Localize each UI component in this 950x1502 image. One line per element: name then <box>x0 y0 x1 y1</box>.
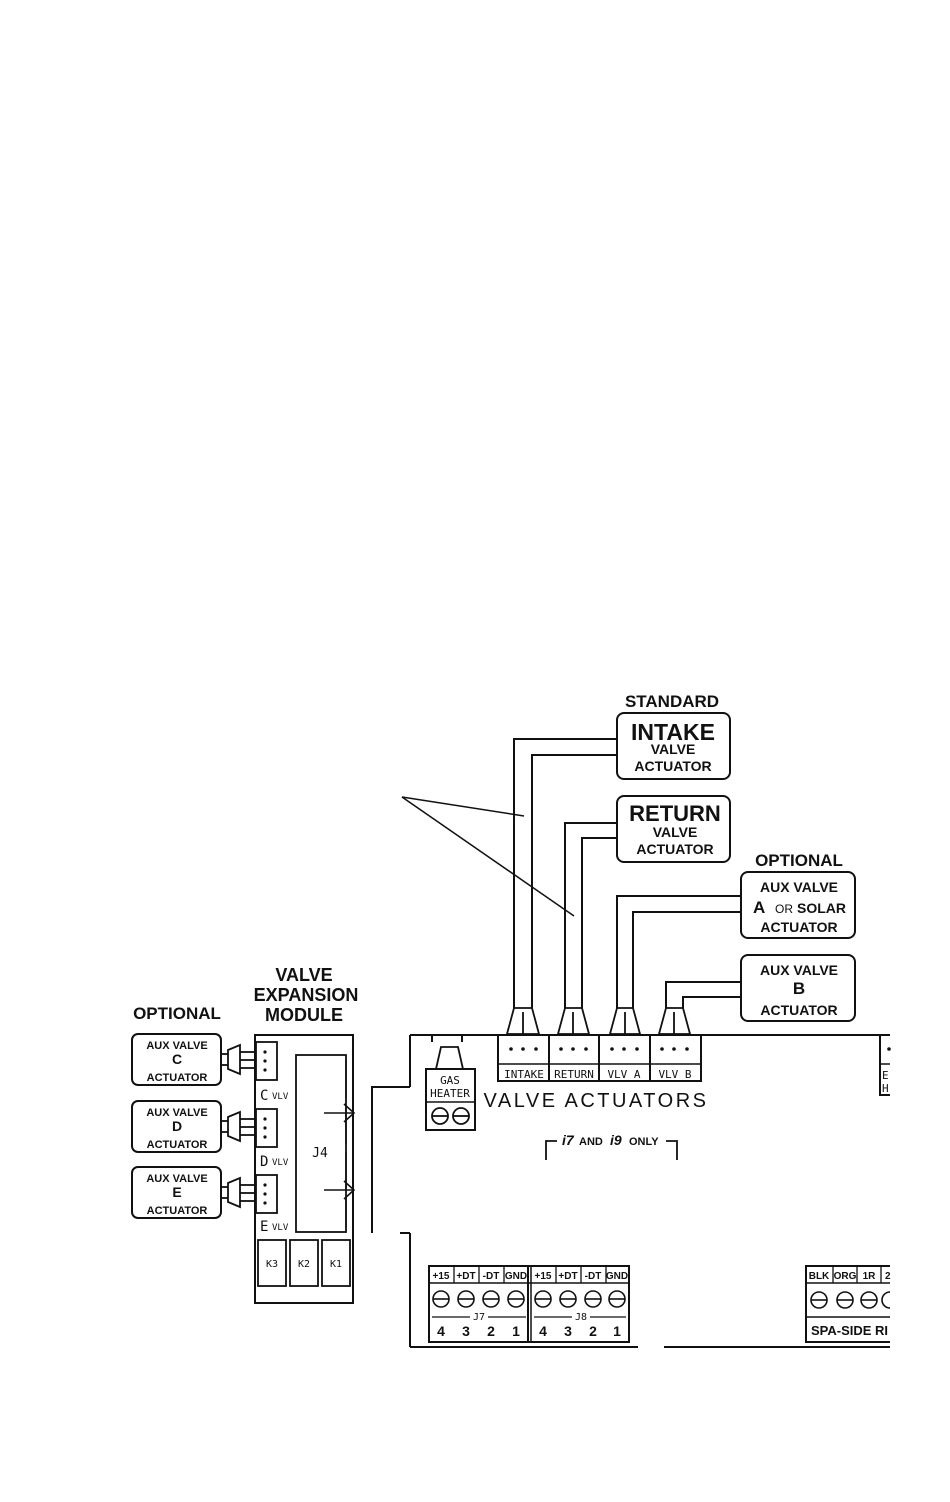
aux-c-line1: AUX VALVE <box>146 1040 207 1052</box>
module-title-line3: MODULE <box>265 1005 343 1025</box>
header-vlvb-label: VLV B <box>658 1068 691 1081</box>
connector-plugs <box>505 1007 692 1035</box>
valve-actuator-headers: INTAKE RETURN VLV A VLV B <box>497 1034 702 1082</box>
j8-pin-gnd: GND <box>606 1271 628 1282</box>
spa-pin-org: ORG <box>834 1271 857 1282</box>
aux-valve-e-box: AUX VALVE E ACTUATOR <box>131 1166 222 1219</box>
c-vlv-text: VLV <box>272 1092 289 1102</box>
e-vlv-letter: E <box>260 1219 268 1235</box>
relay-k1: K1 <box>330 1259 342 1270</box>
intake-title: INTAKE <box>631 719 715 745</box>
spa-side-block: BLK ORG 1R 2 SPA-SIDE RI <box>805 1265 891 1343</box>
aux-valve-d-box: AUX VALVE D ACTUATOR <box>131 1100 222 1153</box>
aux-plugs <box>221 1043 256 1209</box>
j7-num-3: 3 <box>462 1323 470 1339</box>
edge-h-label: H <box>882 1082 889 1095</box>
aux-a-letter: A <box>753 898 765 917</box>
return-actuator-box: RETURN VALVE ACTUATOR <box>616 795 731 863</box>
heater-label: HEATER <box>430 1087 470 1100</box>
only-label: ONLY <box>629 1136 659 1148</box>
module-title-line1: VALVE <box>275 965 332 985</box>
j7-pin-pdt: +DT <box>456 1271 475 1282</box>
j7-num-1: 1 <box>512 1323 520 1339</box>
aux-d-actuator: ACTUATOR <box>147 1139 208 1151</box>
header-intake-label: INTAKE <box>504 1068 544 1081</box>
j8-num-3: 3 <box>564 1323 572 1339</box>
gas-label: GAS <box>440 1074 460 1087</box>
return-title: RETURN <box>629 801 721 826</box>
relay-k3: K3 <box>266 1259 278 1270</box>
i7-i9-bracket <box>545 1140 678 1160</box>
j7-pin-gnd: GND <box>505 1271 527 1282</box>
aux-e-letter: E <box>172 1184 181 1200</box>
gas-heater-terminal-icon <box>431 1107 470 1125</box>
relay-k2: K2 <box>298 1259 310 1270</box>
spa-pin-1r: 1R <box>863 1271 877 1282</box>
i7-label: i7 <box>562 1132 575 1148</box>
aux-d-line1: AUX VALVE <box>146 1107 207 1119</box>
d-vlv-text: VLV <box>272 1158 289 1168</box>
aux-a-solar: SOLAR <box>797 900 846 916</box>
spa-screw-terminal-icons <box>810 1291 891 1309</box>
optional-right-label: OPTIONAL <box>755 851 843 870</box>
aux-a-or: OR <box>775 902 793 916</box>
j8-pin-mdt: -DT <box>585 1271 602 1282</box>
terminal-block-j7-j8: +15 +DT -DT GND +15 +DT -DT GND J7 J8 4 … <box>428 1265 630 1343</box>
aux-e-line1: AUX VALVE <box>146 1173 207 1185</box>
i9-label: i9 <box>610 1132 622 1148</box>
valve-expansion-module: C VLV D VLV E VLV J4 K3 K2 K1 <box>254 1034 356 1304</box>
aux-valve-c-box: AUX VALVE C ACTUATOR <box>131 1033 222 1086</box>
j7-j8-screw-terminal-icons <box>432 1290 626 1308</box>
spa-pin-2: 2 <box>885 1271 891 1282</box>
j7-num-2: 2 <box>487 1323 495 1339</box>
callout-lines <box>401 796 575 917</box>
edge-e-label: E <box>882 1069 889 1082</box>
spa-pin-blk: BLK <box>809 1271 830 1282</box>
intake-valve-text: VALVE <box>651 741 696 757</box>
aux-c-actuator: ACTUATOR <box>147 1072 208 1084</box>
aux-valve-b-box: AUX VALVE B ACTUATOR <box>740 954 856 1022</box>
return-actuator-text: ACTUATOR <box>636 841 713 857</box>
j8-num-2: 2 <box>589 1323 597 1339</box>
aux-b-actuator: ACTUATOR <box>760 1002 837 1018</box>
intake-actuator-text: ACTUATOR <box>634 758 711 774</box>
actuator-wires <box>513 738 741 1008</box>
j8-pin-p15: +15 <box>535 1271 552 1282</box>
aux-c-letter: C <box>172 1051 182 1067</box>
e-vlv-text: VLV <box>272 1223 289 1233</box>
and-label: AND <box>579 1136 603 1148</box>
aux-a-actuator: ACTUATOR <box>760 919 837 935</box>
j7-num-4: 4 <box>437 1323 445 1339</box>
optional-left-label: OPTIONAL <box>133 1004 221 1023</box>
d-vlv-letter: D <box>260 1154 268 1170</box>
aux-b-letter: B <box>793 979 805 998</box>
aux-d-letter: D <box>172 1118 182 1134</box>
aux-e-actuator: ACTUATOR <box>147 1205 208 1217</box>
header-vlva-label: VLV A <box>607 1068 640 1081</box>
j8-pin-pdt: +DT <box>558 1271 577 1282</box>
j7-pin-mdt: -DT <box>483 1271 500 1282</box>
j7-label: J7 <box>473 1312 485 1323</box>
gas-heater-block: GAS HEATER <box>425 1046 476 1131</box>
intake-actuator-box: INTAKE VALVE ACTUATOR <box>616 712 731 780</box>
aux-b-line1: AUX VALVE <box>760 962 838 978</box>
j4-arrow-icon <box>324 1103 356 1200</box>
j8-label: J8 <box>575 1312 587 1323</box>
aux-a-line1: AUX VALVE <box>760 879 838 895</box>
return-valve-text: VALVE <box>653 824 698 840</box>
edge-clipped-block: E H <box>879 1034 891 1096</box>
j8-num-4: 4 <box>539 1323 547 1339</box>
j4-label: J4 <box>312 1146 328 1161</box>
module-title-line2: EXPANSION <box>254 985 359 1005</box>
aux-valve-a-box: AUX VALVE A OR SOLAR ACTUATOR <box>740 871 856 939</box>
standard-label: STANDARD <box>625 692 719 711</box>
j8-num-1: 1 <box>613 1323 621 1339</box>
spa-side-label: SPA-SIDE RI <box>811 1323 888 1338</box>
right-edge-mask <box>891 1000 950 1400</box>
header-return-label: RETURN <box>554 1068 594 1081</box>
valve-actuators-label: VALVE ACTUATORS <box>484 1090 709 1112</box>
c-vlv-letter: C <box>260 1088 268 1104</box>
j7-pin-p15: +15 <box>433 1271 450 1282</box>
